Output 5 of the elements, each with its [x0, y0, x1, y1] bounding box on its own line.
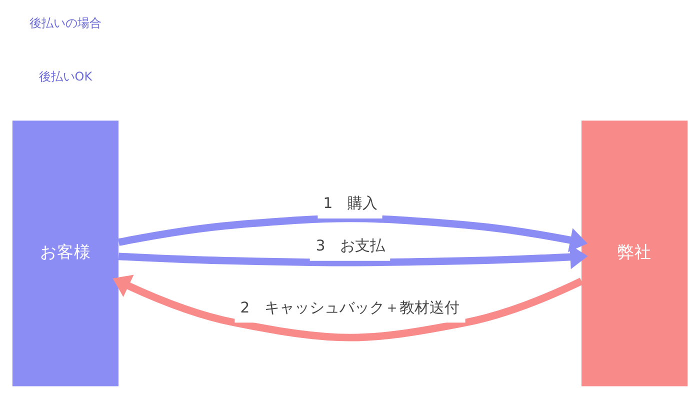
- label: 後払いの場合: [29, 16, 102, 30]
- edge-label: 1 購入: [323, 195, 378, 212]
- edge-label: 3 お支払: [316, 238, 386, 255]
- edge-label: 2 キャッシュバック＋教材送付: [240, 299, 460, 316]
- label: 後払いOK: [38, 69, 92, 84]
